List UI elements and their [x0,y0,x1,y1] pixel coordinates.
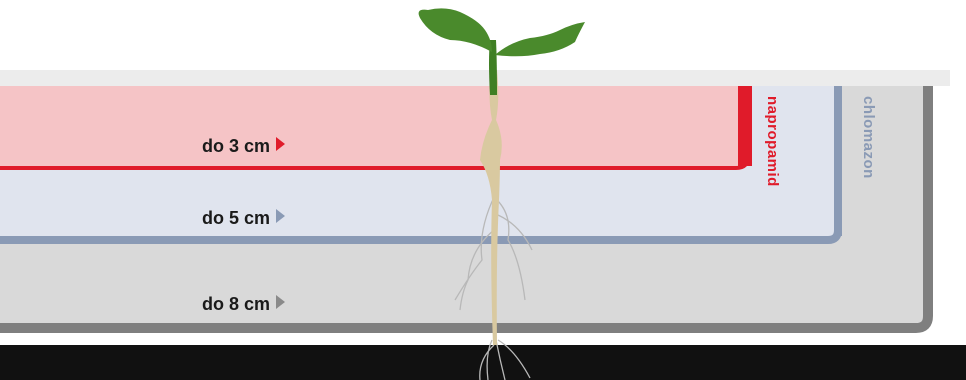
depth-label-8cm: do 8 cm [202,294,285,315]
substance-label-napropamid: napropamid [764,96,781,187]
seedling-leaf-right [495,22,585,56]
depth-label-3cm-text: do 3 cm [202,136,270,156]
layer-3cm [0,86,748,168]
ground-shadow [0,345,966,380]
soil-surface [0,70,950,86]
depth-label-3cm: do 3 cm [202,136,285,157]
chlomazon-bar [834,86,842,236]
arrow-right-icon [276,137,285,151]
arrow-right-icon [276,295,285,309]
depth-label-5cm-text: do 5 cm [202,208,270,228]
depth-label-8cm-text: do 8 cm [202,294,270,314]
substance-label-chlomazon: chlomazon [860,96,877,179]
arrow-right-icon [276,209,285,223]
depth-label-5cm: do 5 cm [202,208,285,229]
napropamid-bar [738,86,752,166]
seedling-leaf-left [419,8,492,52]
